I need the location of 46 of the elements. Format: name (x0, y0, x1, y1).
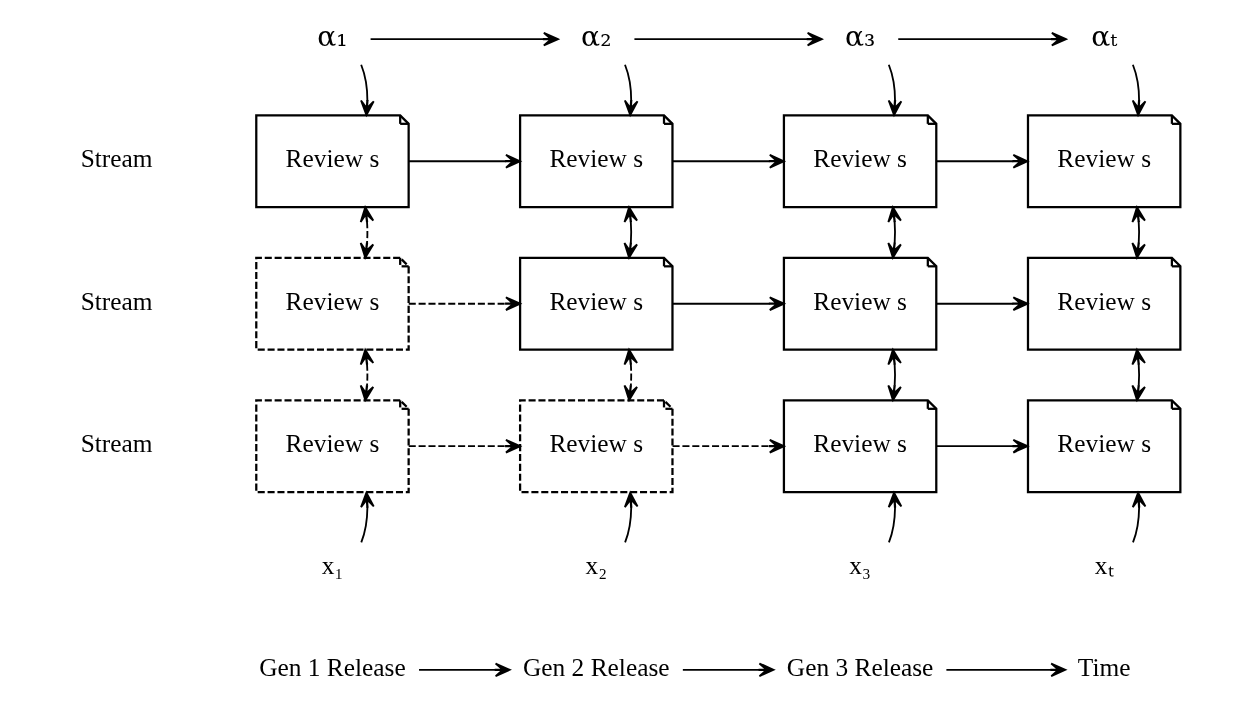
arrow (407, 153, 521, 169)
arrow (623, 63, 639, 116)
node-text: x₁ (321, 551, 344, 580)
arrow (359, 206, 375, 259)
arrow (945, 662, 1067, 678)
label: Stream (80, 429, 153, 458)
node-text: α₂ (581, 20, 612, 54)
arrow (623, 206, 638, 259)
node-text: α₃ (844, 20, 876, 54)
arrow (897, 31, 1067, 47)
arrow (935, 296, 1029, 311)
arrow (1131, 348, 1146, 402)
arrow (887, 63, 903, 116)
arrow (1131, 206, 1146, 259)
arrow (887, 348, 902, 402)
arrow (360, 63, 375, 116)
node-text: x₂ (585, 551, 608, 580)
arrow (935, 153, 1029, 169)
arrow (407, 296, 521, 311)
arrow (633, 31, 823, 47)
node-text: xₜ (1094, 551, 1114, 580)
arrow (359, 348, 375, 402)
arrow (407, 438, 521, 454)
arrow (418, 662, 511, 678)
node-text: αₜ (1091, 20, 1118, 54)
node-text: Gen 3 Release (786, 653, 934, 682)
node-text: Gen 1 Release (259, 653, 406, 682)
arrow (623, 348, 638, 402)
arrow (681, 662, 775, 678)
arrow (935, 438, 1029, 454)
arrow (671, 153, 785, 169)
label: Stream (80, 286, 153, 315)
node-text: Time (1077, 653, 1131, 682)
arrow (887, 491, 903, 544)
arrow (360, 491, 375, 544)
arrow (887, 206, 902, 259)
arrow (369, 31, 559, 47)
arrow (1131, 63, 1147, 116)
node-text: α₁ (317, 20, 348, 54)
arrow (671, 296, 785, 311)
arrow (623, 491, 639, 544)
node-text: x₃ (849, 551, 871, 580)
arrow (1131, 491, 1147, 544)
label: Stream (80, 144, 153, 173)
arrow (671, 438, 785, 454)
node-text: Gen 2 Release (523, 653, 670, 682)
